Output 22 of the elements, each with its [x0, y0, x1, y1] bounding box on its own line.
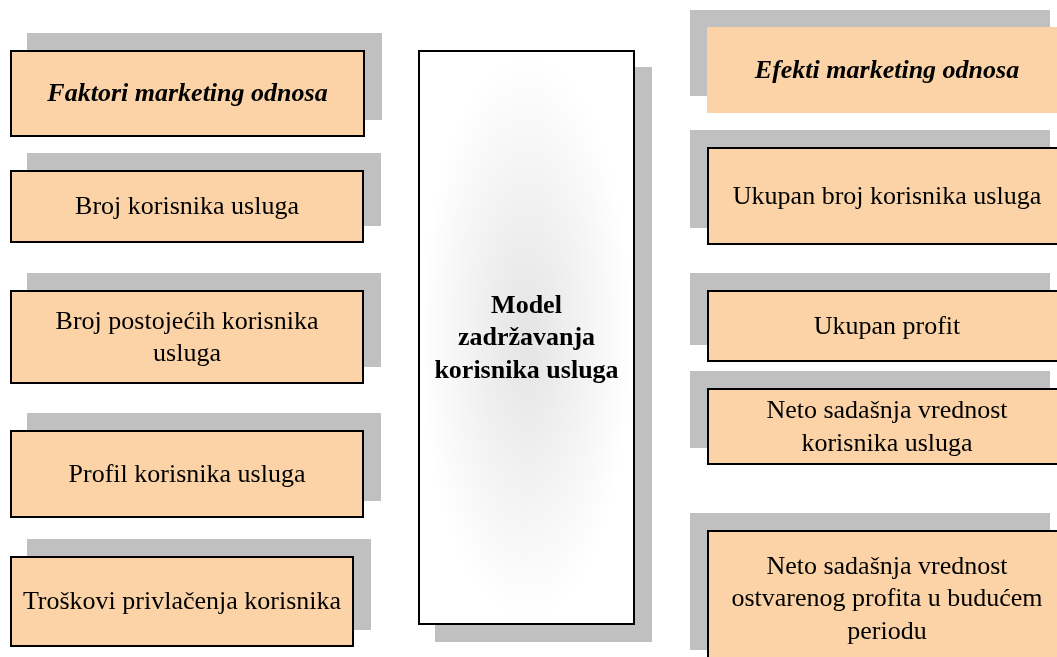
box-label: Neto sadašnja vrednost ostvarenog profita u budućem periodu [730, 549, 1044, 647]
box-label: Ukupan broj korisnika usluga [731, 179, 1043, 212]
box-label: Neto sadašnja vrednost korisnika usluga [765, 394, 1009, 459]
box-label: Ukupan profit [812, 309, 962, 342]
box-label: Efekti marketing odnosa [753, 53, 1021, 86]
header-box [707, 27, 1057, 113]
factor-box [10, 170, 364, 243]
box-label: Broj korisnika usluga [74, 190, 300, 223]
box-label: Broj postojećih korisnika usluga [54, 304, 320, 369]
factor-box [707, 388, 1057, 465]
factor-box [707, 290, 1057, 362]
factor-box [10, 430, 364, 518]
factor-box [10, 290, 364, 384]
factor-box [707, 530, 1057, 657]
box-label: Model zadržavanja korisnika usluga [433, 288, 620, 386]
box-label: Troškovi privlačenja korisnika [21, 585, 343, 618]
model-box [418, 50, 635, 625]
box-label: Faktori marketing odnosa [46, 77, 329, 110]
factor-box [707, 147, 1057, 245]
header-box [10, 50, 365, 137]
factor-box [10, 556, 354, 647]
box-label: Profil korisnika usluga [67, 457, 307, 490]
